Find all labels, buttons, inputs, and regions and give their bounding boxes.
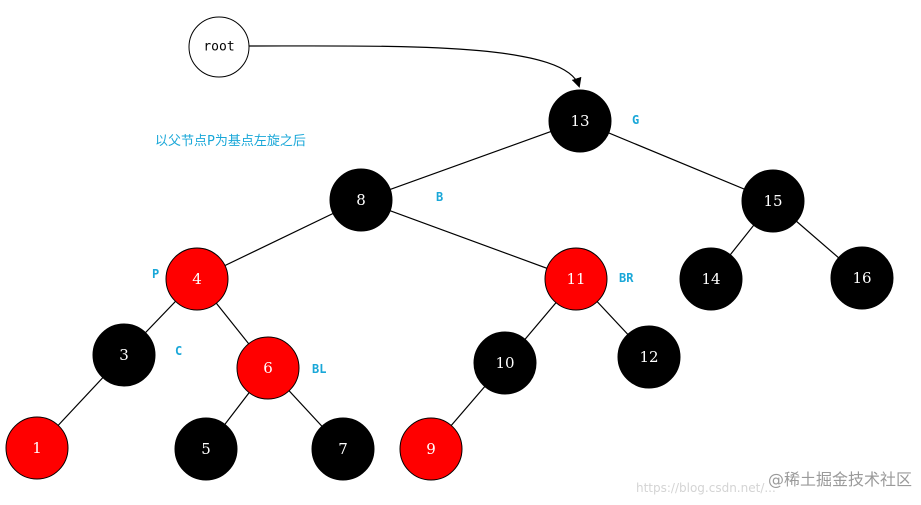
label-b: B [436, 190, 443, 204]
node-value: 8 [356, 191, 366, 209]
node-value: 3 [119, 346, 129, 364]
root-pointer: root [188, 16, 582, 88]
node-value: 1 [32, 439, 42, 457]
node-9: 9 [399, 417, 463, 481]
label-c: C [175, 344, 182, 358]
role-labels: G B P BR C BL [152, 113, 639, 376]
edge-13-8 [360, 120, 581, 201]
node-16: 16 [830, 246, 894, 310]
node-4: 4 [165, 247, 229, 311]
node-circle [311, 417, 375, 481]
node-1: 1 [5, 416, 69, 480]
node-15: 15 [741, 169, 805, 233]
label-br: BR [619, 271, 634, 285]
node-value: 14 [701, 270, 720, 288]
node-circle [544, 247, 608, 311]
watermark-brand: @稀土掘金技术社区 [768, 470, 912, 489]
node-13: 13 [548, 89, 612, 153]
tree-nodes: 13 8 15 4 11 14 16 3 [5, 89, 894, 481]
node-12: 12 [617, 325, 681, 389]
node-circle [399, 417, 463, 481]
node-value: 16 [852, 269, 871, 287]
node-8: 8 [329, 168, 393, 232]
node-circle [236, 336, 300, 400]
edge-13-15 [579, 120, 774, 202]
root-label: root [203, 40, 234, 55]
node-circle [92, 323, 156, 387]
root-circle [188, 16, 250, 78]
node-value: 7 [338, 440, 348, 458]
node-value: 15 [763, 192, 782, 210]
node-circle [329, 168, 393, 232]
node-6: 6 [236, 336, 300, 400]
node-circle [679, 247, 743, 311]
node-value: 9 [426, 440, 436, 458]
label-p: P [152, 267, 159, 281]
node-circle [830, 246, 894, 310]
node-circle [174, 417, 238, 481]
root-arrow [248, 45, 582, 88]
caption: 以父节点P为基点左旋之后 [155, 134, 306, 149]
label-g: G [632, 113, 639, 127]
node-value: 6 [263, 359, 273, 377]
node-3: 3 [92, 323, 156, 387]
node-value: 13 [570, 112, 589, 130]
watermark: https://blog.csdn.net/... @稀土掘金技术社区 [636, 470, 912, 495]
edge-8-11 [360, 199, 577, 280]
node-value: 4 [192, 270, 202, 288]
node-value: 11 [566, 270, 585, 288]
node-value: 5 [201, 440, 211, 458]
node-circle [741, 169, 805, 233]
node-circle [165, 247, 229, 311]
node-7: 7 [311, 417, 375, 481]
node-5: 5 [174, 417, 238, 481]
label-bl: BL [312, 362, 326, 376]
node-circle [617, 325, 681, 389]
node-circle [5, 416, 69, 480]
node-circle [548, 89, 612, 153]
node-value: 12 [639, 348, 658, 366]
node-11: 11 [544, 247, 608, 311]
node-value: 10 [495, 354, 514, 372]
node-10: 10 [473, 331, 537, 395]
watermark-url: https://blog.csdn.net/... [636, 481, 776, 495]
node-circle [473, 331, 537, 395]
node-14: 14 [679, 247, 743, 311]
